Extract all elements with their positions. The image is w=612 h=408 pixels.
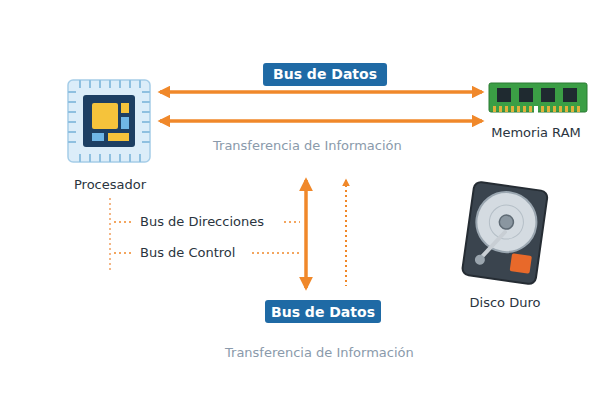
- processor-icon: [68, 80, 150, 162]
- chip-cell: [121, 117, 129, 129]
- bus-badge: Bus de Datos: [263, 63, 387, 86]
- component-label: Disco Duro: [432, 294, 578, 312]
- bus-name: Bus de Datos: [271, 304, 375, 320]
- chip-cell: [121, 103, 129, 113]
- ram-contacts: [493, 106, 580, 112]
- disk-case: [462, 181, 548, 284]
- ram-icon: [489, 83, 587, 113]
- hard-disk-icon: [462, 181, 548, 284]
- control-leader: [252, 252, 300, 254]
- component-label: Procesador: [40, 176, 180, 194]
- disk-node: Disco Duro: [452, 178, 558, 312]
- data-bus-arrow: [160, 90, 482, 94]
- address-leader: [284, 221, 300, 223]
- disk-track: [487, 203, 525, 241]
- processor-node: Procesador: [60, 76, 160, 194]
- disk-actuator: [510, 253, 532, 274]
- bus-name: Bus de Direcciones: [140, 213, 264, 231]
- chip-die: [83, 95, 135, 147]
- chip-core: [92, 103, 118, 129]
- transfer-note: Transferencia de Información: [213, 137, 402, 155]
- control-leader: [114, 252, 134, 254]
- bus-name: Bus de Control: [140, 244, 235, 262]
- disk-platter: [473, 188, 541, 256]
- bus-badge: Bus de Datos: [265, 300, 381, 323]
- processor-leader: [109, 198, 111, 272]
- transfer-note: Transferencia de Información: [225, 344, 414, 362]
- vertical-bus-arrow: [304, 180, 308, 288]
- disk-pivot: [474, 254, 485, 265]
- memory-node: Memoria RAM: [482, 78, 590, 142]
- chip-package: [68, 80, 150, 162]
- chip-pins: [68, 80, 150, 162]
- ram-board: [489, 83, 587, 112]
- chip-cell: [92, 133, 104, 141]
- component-label: Memoria RAM: [462, 124, 610, 142]
- ram-chip: [519, 88, 533, 102]
- chip-cell: [108, 133, 129, 141]
- disk-hub: [498, 214, 514, 230]
- dotted-bus-arrow: [345, 180, 347, 286]
- ram-chip: [541, 88, 555, 102]
- ram-chip: [497, 88, 511, 102]
- data-bus-arrow: [160, 119, 482, 123]
- ram-notch: [534, 106, 538, 113]
- ram-chip: [563, 88, 577, 102]
- address-leader: [114, 221, 134, 223]
